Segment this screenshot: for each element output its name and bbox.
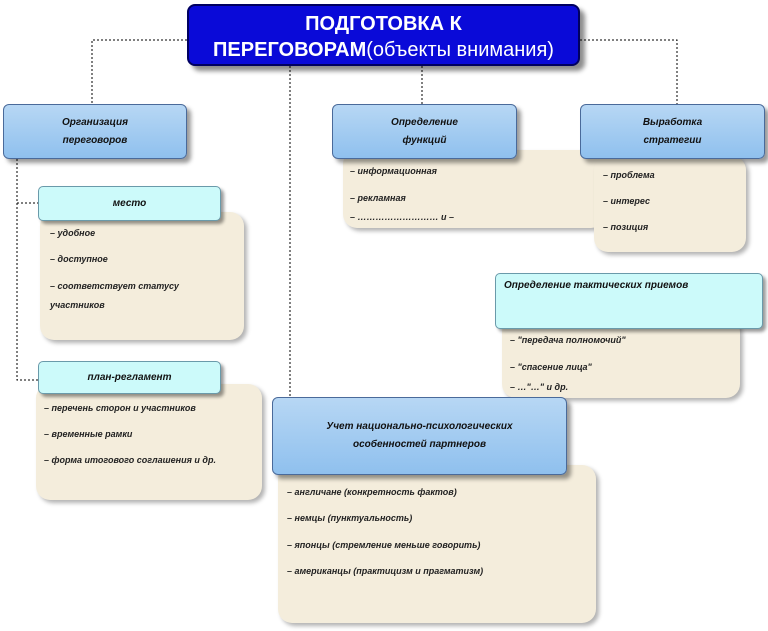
- tactics-panel: [502, 318, 740, 398]
- strat-panel: [594, 156, 746, 252]
- plan-label: план-регламент: [87, 372, 172, 383]
- strat-item: – позиция: [603, 222, 649, 232]
- national-item: – немцы (пунктуальность): [287, 513, 413, 523]
- tactics-item: – "передача полномочий": [510, 335, 626, 345]
- national-item: – японцы (стремление меньше говорить): [287, 540, 481, 550]
- plan-item: – форма итогового соглашения и др.: [44, 455, 216, 465]
- tactics-item: – "спасение лица": [510, 362, 592, 372]
- func-item: – рекламная: [350, 193, 406, 203]
- strat-line2: стратегии: [643, 134, 702, 146]
- func-box: Определение функций: [332, 104, 517, 159]
- place-item: участников: [50, 300, 105, 310]
- national-line2: особенностей партнеров: [352, 439, 487, 450]
- strat-item: – проблема: [603, 170, 655, 180]
- func-panel: [343, 150, 605, 228]
- func-item: – ……………………… и –: [350, 212, 455, 222]
- title-bold-part: ПЕРЕГОВОРАМ: [213, 39, 367, 61]
- tactics-label: Определение тактических приемов: [504, 280, 689, 291]
- plan-panel: [36, 384, 262, 500]
- org-line1: Организация: [62, 116, 128, 128]
- func-line2: функций: [402, 134, 447, 146]
- place-item: – доступное: [50, 254, 108, 264]
- national-panel: [278, 465, 596, 623]
- main-title-box: ПОДГОТОВКА К ПЕРЕГОВОРАМ(объекты внимани…: [187, 4, 580, 66]
- title-line1: ПОДГОТОВКА К: [305, 13, 462, 35]
- place-panel: [40, 212, 244, 340]
- org-box: Организация переговоров: [3, 104, 187, 159]
- place-label: место: [112, 198, 147, 209]
- plan-item: – перечень сторон и участников: [44, 403, 196, 413]
- place-item: – удобное: [50, 228, 96, 238]
- plan-item: – временные рамки: [44, 429, 133, 439]
- plan-box: план-регламент: [38, 361, 221, 394]
- place-box: место: [38, 186, 221, 221]
- strat-line1: Выработка: [642, 116, 703, 128]
- national-item: – англичане (конкретность фактов): [287, 487, 457, 497]
- national-line1: Учет национально-психологических: [326, 421, 513, 432]
- title-rest-part: (объекты внимания): [366, 39, 554, 61]
- strat-box: Выработка стратегии: [580, 104, 765, 159]
- national-item: – американцы (практицизм и прагматизм): [287, 566, 484, 576]
- strat-item: – интерес: [603, 196, 650, 206]
- national-box: Учет национально-психологических особенн…: [272, 397, 567, 475]
- func-line1: Определение: [391, 116, 458, 128]
- tactics-box: Определение тактических приемов: [495, 273, 763, 329]
- func-item: – информационная: [350, 166, 437, 176]
- title-line2: ПЕРЕГОВОРАМ(объекты внимания): [189, 37, 578, 63]
- place-item: – соответствует статусу: [50, 281, 179, 291]
- org-line2: переговоров: [62, 134, 128, 146]
- tactics-item: – …"…" и др.: [510, 382, 569, 392]
